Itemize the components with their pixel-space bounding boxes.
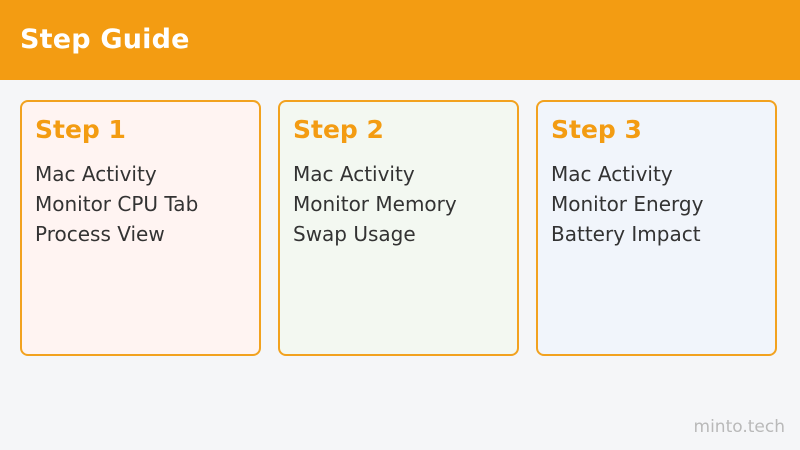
step-line: Swap Usage bbox=[293, 222, 416, 246]
watermark: minto.tech bbox=[693, 417, 785, 437]
step-title: Step 1 bbox=[35, 115, 126, 144]
step-line: Battery Impact bbox=[551, 222, 701, 246]
step-card-1: Step 1 Mac Activity Monitor CPU Tab Proc… bbox=[20, 100, 261, 356]
step-line: Monitor Memory bbox=[293, 192, 457, 216]
step-line: Process View bbox=[35, 222, 165, 246]
step-card-2: Step 2 Mac Activity Monitor Memory Swap … bbox=[278, 100, 519, 356]
step-line: Mac Activity bbox=[293, 162, 415, 186]
step-line: Mac Activity bbox=[551, 162, 673, 186]
page-title: Step Guide bbox=[20, 24, 190, 55]
step-description: Mac Activity Monitor Energy Battery Impa… bbox=[551, 159, 703, 249]
step-line: Monitor Energy bbox=[551, 192, 704, 216]
step-description: Mac Activity Monitor CPU Tab Process Vie… bbox=[35, 159, 198, 249]
step-description: Mac Activity Monitor Memory Swap Usage bbox=[293, 159, 457, 249]
step-card-3: Step 3 Mac Activity Monitor Energy Batte… bbox=[536, 100, 777, 356]
step-line: Monitor CPU Tab bbox=[35, 192, 199, 216]
header-bar: Step Guide bbox=[0, 0, 800, 80]
step-line: Mac Activity bbox=[35, 162, 157, 186]
step-title: Step 3 bbox=[551, 115, 642, 144]
step-title: Step 2 bbox=[293, 115, 384, 144]
